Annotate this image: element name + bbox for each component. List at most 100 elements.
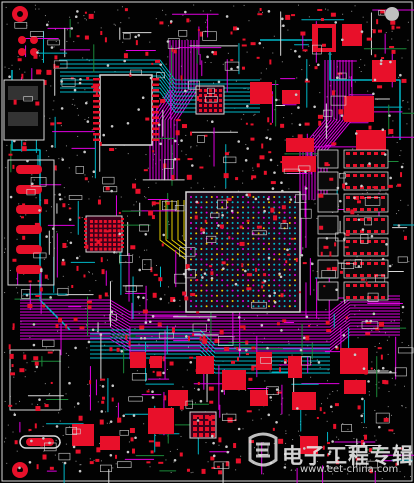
bga-ball [252,305,255,308]
silk-dot [84,174,86,176]
bga-ball [200,248,203,250]
via [273,301,277,304]
silk-dot [351,10,353,12]
silk-dot [386,339,388,341]
bga-ball [283,268,286,271]
bga-ball [273,294,276,297]
silk-dot [33,179,35,181]
silk-dot [314,203,316,205]
smd-pad [251,365,255,371]
via [126,450,130,454]
via [59,197,62,201]
smd-pad [366,37,372,41]
bga-ball [278,305,281,308]
bga-ball [278,263,281,266]
smd-pad [54,55,58,60]
pin [360,218,364,221]
smd-pad [400,172,403,178]
silk-dot [391,38,393,40]
bga-ball [226,294,229,297]
connector-pad [16,245,42,254]
smd-pad [62,242,67,248]
bga-ball [247,279,250,282]
component-outline [65,427,78,435]
smd-pad [190,293,196,297]
component-outline [222,413,237,421]
silk-dot [76,154,78,156]
bga-ball [236,248,239,250]
smd-pad [180,75,183,81]
component-outline [295,194,307,203]
via [263,209,266,213]
via [72,445,76,449]
bga-ball [278,232,281,235]
bga-ball [221,284,224,287]
smd-pad [278,438,284,444]
silk-dot [225,187,227,189]
silk-dot [393,433,395,435]
silk-dot [143,423,145,425]
bga-ball [205,216,208,219]
silk-dot [206,120,208,122]
silk-dot [133,204,135,206]
silk-dot [34,4,36,6]
via [329,405,333,409]
pin [346,208,350,211]
smd-pad [39,287,43,292]
smd-pad [184,296,189,301]
bga-ball [221,216,224,219]
component-outline [174,205,185,212]
via [36,51,39,54]
bga-ball [294,242,296,245]
qfn-pad [103,243,107,246]
smd-pad [287,253,291,256]
silk-dot [24,71,26,73]
silk-dot [267,129,269,131]
smd-pad [210,456,215,461]
smd-pad [23,142,27,146]
smd-pad [320,251,323,256]
bga-ball [216,289,218,292]
bga-ball [283,196,286,198]
qfn-pad [99,224,103,228]
bga-ball [200,253,203,256]
silk-dot [66,240,68,242]
silk-dot [181,235,183,237]
smd-pad [150,267,153,273]
silk-dot [256,315,258,317]
bga-ball [278,268,281,271]
trace-bus-top [20,310,400,328]
smd-pad [76,265,79,271]
pin [152,116,159,119]
smd-pad [46,69,52,75]
pin [152,111,159,114]
smd-pad [61,261,66,266]
silk-dot [222,63,224,65]
silk-dot [336,390,338,392]
smd-pad [55,65,60,68]
via [341,38,344,42]
smd-pad [33,356,39,361]
smd-pad [231,360,236,364]
bga-ball [294,237,296,240]
silk-dot [173,461,175,463]
smd-pad [302,262,307,265]
pin [381,240,385,243]
silk-dot [86,58,88,60]
via [100,410,104,413]
component-outline [192,323,207,332]
ic-pad [211,427,215,431]
mounting-hole [385,7,399,21]
silk-dot [159,378,161,380]
silk-dot [400,150,402,152]
via [134,436,137,440]
pin [152,133,159,136]
pin [367,296,371,299]
pin [381,262,385,265]
ic-pad [199,104,202,107]
via [377,369,380,373]
memory-chip [317,215,339,235]
bga-ball [226,263,229,266]
bga-ball [273,263,276,266]
